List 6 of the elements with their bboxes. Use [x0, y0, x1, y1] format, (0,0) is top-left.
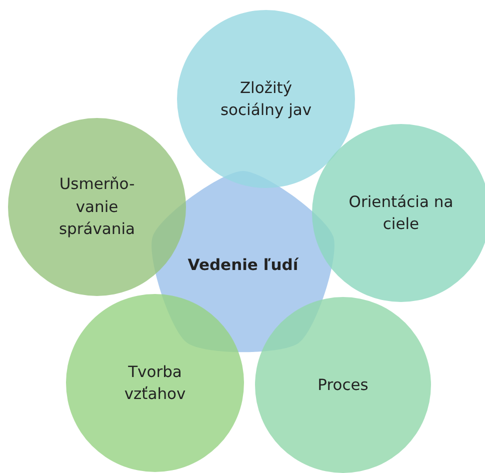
circle-label: Orientácia na ciele: [348, 192, 454, 235]
circle-label: Usmerňo- vanie správania: [58, 174, 136, 240]
circle-label: Proces: [316, 374, 370, 396]
circle-label: Tvorba vzťahov: [123, 362, 187, 405]
center-label: Vedenie ľudí: [186, 254, 300, 276]
circle-label: Zložitý sociálny jav: [219, 78, 313, 121]
